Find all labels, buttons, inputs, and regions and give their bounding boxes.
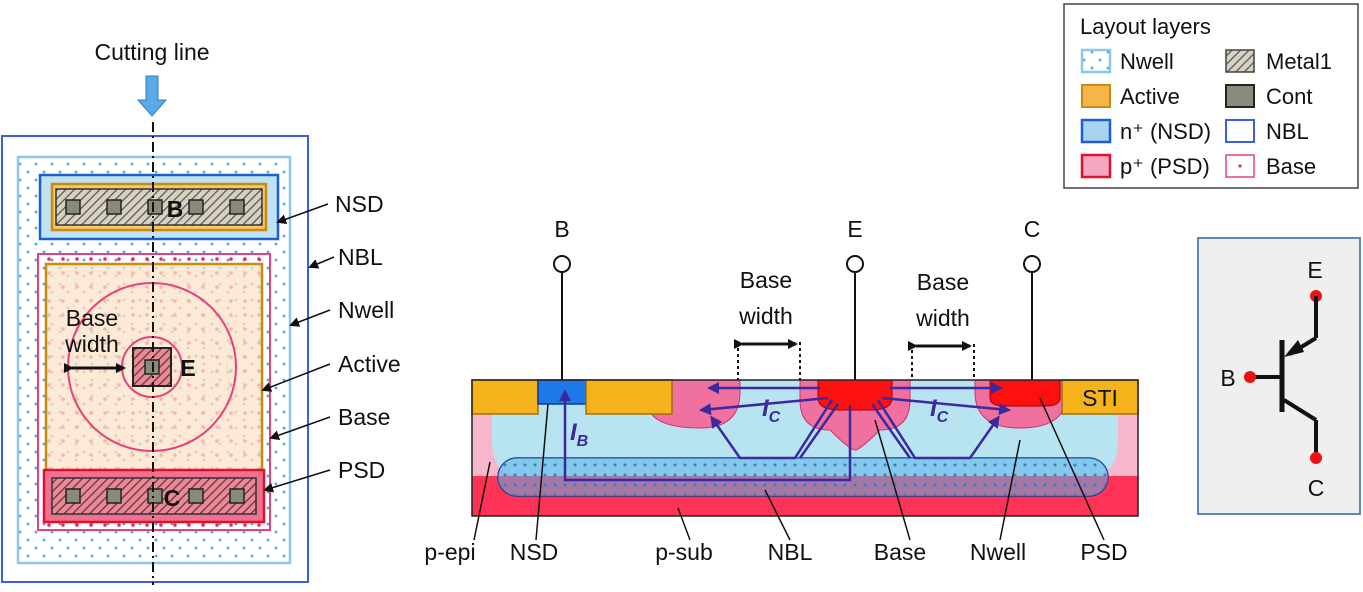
symbol-e-label: E (1307, 257, 1322, 283)
xs-terminal-e: E (847, 216, 862, 242)
xs-sti-2 (585, 379, 673, 415)
xs-label-p-epi: p-epi (424, 539, 475, 565)
xs-label-p-sub: p-sub (655, 539, 713, 565)
layout-terminal-e: E (180, 355, 195, 381)
layout-view: Cutting line B E Base width (1, 39, 401, 585)
nbl-swatch-icon (1225, 119, 1255, 143)
legend-label-psd: p⁺ (PSD) (1120, 154, 1210, 179)
layout-c-contacts (65, 488, 245, 504)
xs-bottom-labels (473, 397, 1105, 541)
xs-sti-label: STI (1082, 385, 1118, 411)
nwell-swatch-icon (1080, 48, 1112, 74)
xs-sti-3 (1061, 379, 1139, 415)
legend-title: Layout layers (1080, 14, 1211, 39)
xs-terminal-c: C (1024, 216, 1041, 242)
nsd-swatch-icon (1080, 118, 1112, 144)
xs-label-nbl: NBL (768, 539, 813, 565)
legend-label-nwell: Nwell (1120, 49, 1174, 74)
xs-terminal-b: B (554, 216, 569, 242)
xs-currents (559, 382, 1011, 482)
terminal-b-icon (553, 255, 571, 273)
legend-label-active: Active (1120, 84, 1180, 109)
xs-base-width-right-1: Base (917, 269, 969, 295)
xs-label-nwell: Nwell (970, 539, 1026, 565)
psd-swatch-icon (1080, 153, 1112, 179)
active-swatch-icon (1081, 84, 1111, 108)
layout-callouts: NSD NBL Nwell Active Base PSD (261, 191, 401, 493)
ib-path (559, 389, 852, 482)
xs-base-width-left-1: Base (740, 267, 792, 293)
callout-psd: PSD (338, 457, 385, 483)
xs-nsd (537, 379, 587, 405)
legend-label-base: Base (1266, 154, 1316, 179)
legend: Layout layers Nwell Metal1 Active Cont n… (1063, 3, 1359, 189)
callout-nsd: NSD (335, 191, 384, 217)
legend-label-metal1: Metal1 (1266, 49, 1332, 74)
xs-label-base: Base (874, 539, 926, 565)
terminal-c-icon (1023, 255, 1041, 273)
xs-label-psd: PSD (1080, 539, 1127, 565)
layout-b-contacts (65, 199, 245, 215)
terminal-e-icon (846, 255, 864, 273)
xs-label-nsd: NSD (510, 539, 559, 565)
symbol-b-dot-icon (1244, 371, 1256, 383)
ic-right-label: IC (930, 395, 949, 426)
legend-label-nsd: n⁺ (NSD) (1120, 119, 1211, 144)
layout-terminal-c: C (164, 485, 181, 511)
cont-swatch-icon (1225, 84, 1255, 108)
callout-base: Base (338, 404, 390, 430)
metal1-swatch-icon (1225, 49, 1255, 73)
symbol-b-label: B (1220, 365, 1235, 391)
legend-label-nbl: NBL (1266, 119, 1309, 144)
cutting-line-label: Cutting line (94, 39, 209, 65)
symbol-c-dot-icon (1310, 452, 1322, 464)
cross-section: STI B E C Base width Base width (424, 216, 1139, 565)
xs-collector-psd (989, 379, 1061, 407)
layout-base-width-line1: Base (66, 305, 118, 331)
xs-emitter-psd (817, 379, 893, 411)
cutting-line-arrow-icon (136, 75, 168, 117)
layout-base-width-line2: width (64, 331, 119, 357)
xs-base-width-right-2: width (915, 305, 970, 331)
symbol-emitter-arrow-icon (1284, 340, 1304, 357)
xs-base-width-left-2: width (738, 303, 793, 329)
legend-label-cont: Cont (1266, 84, 1312, 109)
xs-terminals: B E C (553, 216, 1041, 380)
pnp-symbol: E B C (1197, 237, 1361, 515)
layout-terminal-b: B (167, 196, 184, 222)
callout-nbl: NBL (338, 244, 383, 270)
xs-sti-1 (471, 379, 539, 415)
callout-active: Active (338, 351, 401, 377)
callout-nwell: Nwell (338, 297, 394, 323)
ic-left-label: IC (762, 395, 781, 426)
symbol-c-label: C (1308, 475, 1325, 501)
ib-label: IB (570, 419, 588, 450)
